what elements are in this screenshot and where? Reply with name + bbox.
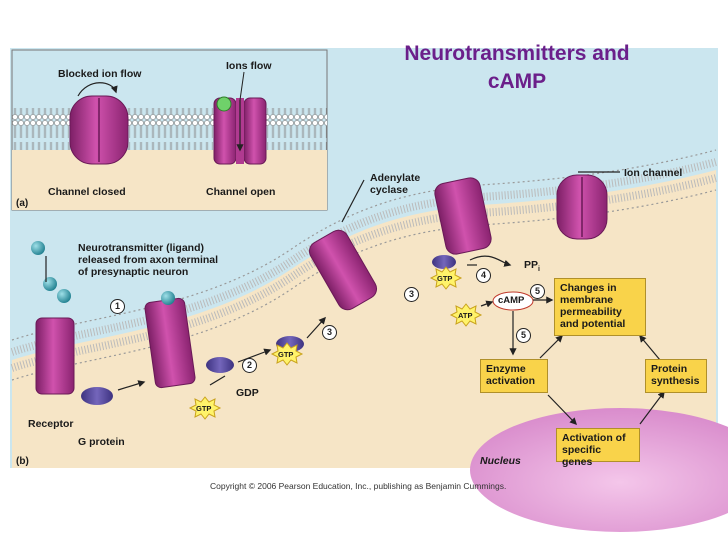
- box-changes-line-4: and potential: [560, 318, 626, 330]
- step-2-badge: 2: [242, 358, 257, 373]
- label-ppi-sub: i: [538, 266, 540, 274]
- step-3b-badge: 3: [404, 287, 419, 302]
- label-atp: ATP: [458, 311, 473, 320]
- label-g-protein: G protein: [78, 436, 125, 448]
- cytoplasm: [12, 170, 716, 468]
- label-ppi-main: PP: [524, 259, 539, 271]
- label-gtp-3: GTP: [437, 274, 453, 283]
- membrane-a: [12, 108, 327, 150]
- label-ion-channel: Ion channel: [624, 167, 683, 179]
- title-line-1: Neurotransmitters and: [404, 42, 630, 65]
- step-4-badge: 4: [476, 268, 491, 283]
- label-adenylate-2: cyclase: [370, 184, 408, 196]
- adenylate-cyclase-1: [308, 229, 378, 311]
- label-adenylate-1: Adenylate: [370, 172, 421, 184]
- g-protein-4: [432, 255, 456, 269]
- neurotransmitter-ball: [161, 291, 175, 305]
- box-activation-genes: Activation of specific genes: [556, 428, 640, 468]
- label-ions-flow: Ions flow: [226, 60, 272, 72]
- receptor-protein: [35, 317, 75, 395]
- closed-channel: [69, 95, 129, 165]
- atp-burst: [449, 303, 483, 327]
- ion-channel-b: [556, 174, 608, 240]
- box-changes-membrane: Changes in membrane permeability and pot…: [554, 278, 646, 336]
- box-activation-line-1: Activation of: [562, 432, 626, 444]
- box-enzyme-line-2: activation: [486, 375, 536, 387]
- g-protein: [81, 387, 113, 405]
- box-protein-synthesis: Protein synthesis: [645, 359, 707, 393]
- label-gdp: GDP: [236, 387, 259, 399]
- box-protein-line-1: Protein: [651, 363, 688, 375]
- label-gtp-2: GTP: [278, 350, 294, 359]
- label-blocked-ion-flow: Blocked ion flow: [58, 68, 142, 80]
- step-5-badge: 5: [530, 284, 545, 299]
- g-protein-2: [206, 357, 234, 373]
- box-activation-line-2: specific genes: [562, 444, 602, 468]
- neurotransmitter-ball: [57, 289, 71, 303]
- neurotransmitter-ball: [31, 241, 45, 255]
- label-ppi: PPi: [524, 259, 540, 276]
- box-enzyme-line-1: Enzyme: [486, 363, 526, 375]
- label-nucleus: Nucleus: [480, 455, 521, 467]
- label-camp: cAMP: [498, 295, 525, 306]
- adenylate-cyclase-2: [434, 177, 492, 255]
- label-nt-3: of presynaptic neuron: [78, 266, 189, 278]
- box-changes-line-3: permeability: [560, 306, 622, 318]
- box-protein-line-2: synthesis: [651, 375, 700, 387]
- gtp-burst: [270, 342, 304, 366]
- nucleus: [470, 408, 728, 532]
- label-nt-2: released from axon terminal: [78, 254, 219, 266]
- panel-a: [11, 49, 328, 211]
- gtp-burst: [188, 396, 222, 420]
- label-channel-open: Channel open: [206, 186, 276, 198]
- label-receptor: Receptor: [28, 418, 74, 430]
- slide-title: Neurotransmitters and cAMP: [352, 40, 682, 96]
- label-gtp-1: GTP: [196, 404, 212, 413]
- step-5b-badge: 5: [516, 328, 531, 343]
- title-line-2: cAMP: [487, 70, 547, 93]
- step-3-badge: 3: [322, 325, 337, 340]
- membrane-b: [10, 149, 718, 381]
- box-changes-line-1: Changes in: [560, 282, 617, 294]
- neurotransmitter-ball: [43, 277, 57, 291]
- arrows: [45, 171, 665, 426]
- label-panel-b: (b): [16, 456, 29, 467]
- label-panel-a: (a): [16, 198, 29, 209]
- copyright-notice: Copyright © 2006 Pearson Education, Inc.…: [210, 481, 507, 491]
- label-nt-1: Neurotransmitter (ligand): [78, 242, 205, 254]
- label-channel-closed: Channel closed: [48, 186, 126, 198]
- gtp-burst: [429, 266, 463, 290]
- step-1-badge: 1: [110, 299, 125, 314]
- box-enzyme-activation: Enzyme activation: [480, 359, 548, 393]
- box-changes-line-2: membrane: [560, 294, 614, 306]
